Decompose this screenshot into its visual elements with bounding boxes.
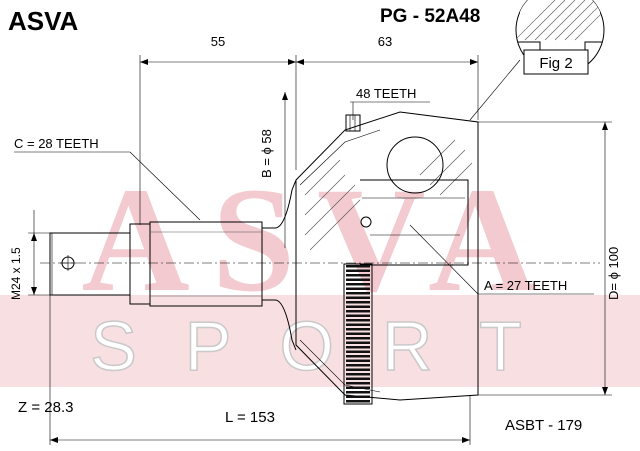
dimension-d: D= ϕ 100 [478, 121, 621, 396]
abs-tooth [346, 314, 370, 317]
abs-tooth [346, 364, 370, 367]
abs-tooth [346, 386, 370, 389]
abs-tooth [346, 391, 370, 394]
abs-tooth [346, 274, 370, 277]
svg-text:48 TEETH: 48 TEETH [356, 86, 416, 101]
abs-tooth [346, 350, 370, 353]
abs-tooth [346, 332, 370, 335]
abs-ring [343, 263, 373, 405]
part-number: PG - 52A48 [380, 6, 480, 27]
svg-text:63: 63 [378, 34, 392, 49]
fig2-label: Fig 2 [539, 55, 572, 72]
abs-tooth [346, 283, 370, 286]
leader-48-teeth: 48 TEETH [350, 86, 430, 120]
dimension-l: L = 153 [50, 395, 471, 445]
abs-tooth [346, 368, 370, 371]
leader-c-teeth: C = 28 TEETH [14, 136, 201, 221]
abs-tooth [346, 328, 370, 331]
watermark-sub: SPORT [90, 307, 570, 385]
abs-tooth [346, 359, 370, 362]
abs-tooth [346, 319, 370, 322]
catalog-code: ASBT - 179 [505, 417, 582, 434]
dimension-63: 63 [296, 34, 479, 120]
abs-tooth [346, 305, 370, 308]
abs-tooth [346, 337, 370, 340]
abs-tooth [346, 292, 370, 295]
svg-text:M24 x 1.5: M24 x 1.5 [9, 247, 23, 300]
svg-text:A = 27 TEETH: A = 27 TEETH [484, 278, 567, 293]
abs-ring-frame [343, 263, 373, 405]
watermark-band [0, 295, 640, 387]
abs-tooth [346, 301, 370, 304]
abs-tooth [346, 323, 370, 326]
abs-tooth [346, 400, 370, 403]
dimension-55: 55 [139, 34, 297, 225]
dimension-z: Z = 28.3 [18, 295, 73, 445]
watermark-main: ASVA [81, 157, 558, 323]
dimension-b: B = ϕ 58 [259, 92, 288, 248]
svg-text:B = ϕ 58: B = ϕ 58 [259, 129, 274, 178]
svg-text:55: 55 [211, 34, 225, 49]
abs-tooth [346, 265, 370, 268]
abs-tooth [346, 287, 370, 290]
svg-text:D= ϕ 100: D= ϕ 100 [606, 247, 621, 300]
abs-tooth [346, 377, 370, 380]
abs-tooth [346, 373, 370, 376]
svg-text:L = 153: L = 153 [225, 409, 275, 426]
abs-tooth [346, 269, 370, 272]
svg-text:Z = 28.3: Z = 28.3 [18, 399, 73, 416]
abs-tooth [346, 341, 370, 344]
abs-tooth [346, 355, 370, 358]
abs-tooth [346, 395, 370, 398]
abs-tooth [346, 346, 370, 349]
leader-a-teeth: A = 27 TEETH [409, 59, 594, 295]
abs-tooth [346, 296, 370, 299]
fig2-detail: Fig 2 [515, 0, 605, 75]
dimension-thread: M24 x 1.5 [9, 210, 50, 300]
abs-tooth [346, 382, 370, 385]
abs-tooth [346, 278, 370, 281]
brand-logo: ASVA [8, 6, 79, 36]
abs-tooth [346, 310, 370, 313]
svg-text:C = 28 TEETH: C = 28 TEETH [14, 136, 99, 151]
